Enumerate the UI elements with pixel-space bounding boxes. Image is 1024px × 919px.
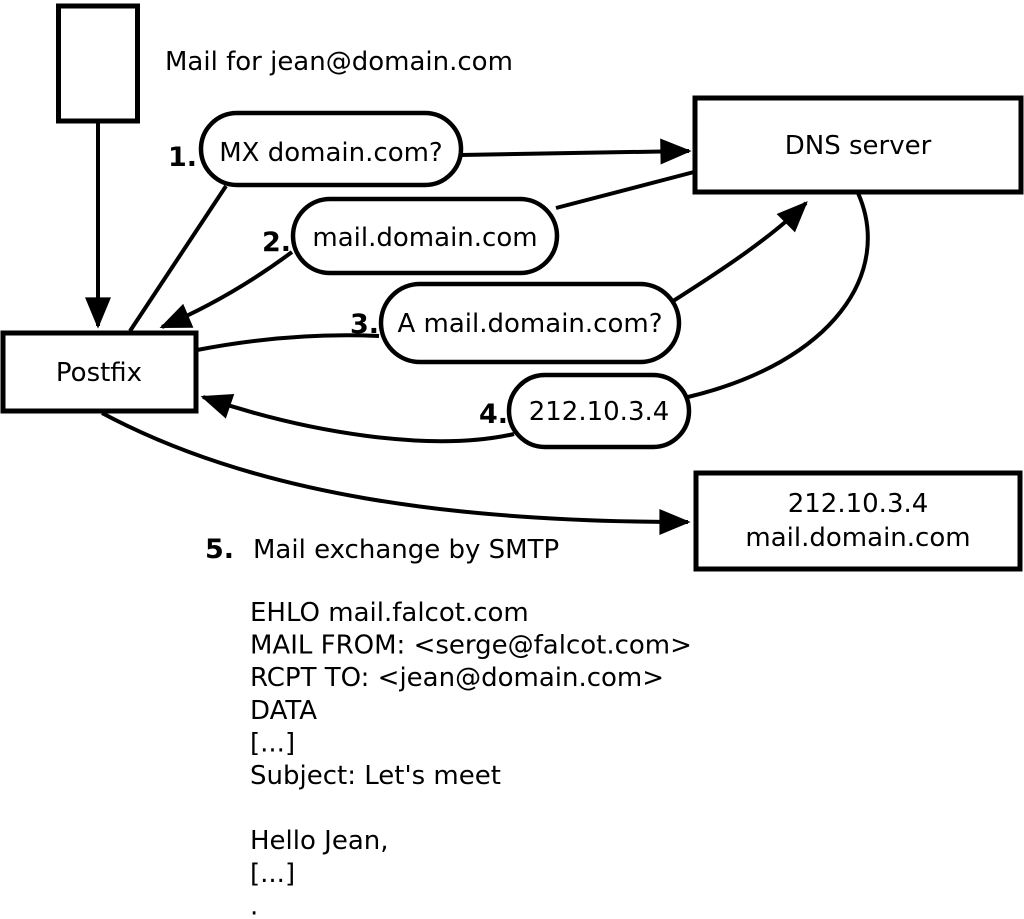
arrow-query1-to-dns xyxy=(460,138,692,165)
line-dns-to-answer4 xyxy=(687,192,870,399)
answer2-pill xyxy=(290,196,560,276)
line-postfix-to-query3 xyxy=(196,333,380,352)
smtp-line-ellipsis-1: [...] xyxy=(250,728,295,758)
smtp-line-rcpt-to: RCPT TO: <jean@domain.com> xyxy=(250,663,664,693)
step5-number: 5. xyxy=(205,534,234,565)
mail-server-node xyxy=(693,470,1023,572)
step2-label: mail.domain.com xyxy=(312,223,537,253)
smtp-line-hello: Hello Jean, xyxy=(250,826,389,856)
step4-label: 212.10.3.4 xyxy=(529,397,670,427)
dns-server-node xyxy=(692,95,1024,195)
step1-label: MX domain.com? xyxy=(219,138,442,168)
step2-number: 2. xyxy=(262,227,291,258)
smtp-line-ellipsis-2: [...] xyxy=(250,859,295,889)
line-postfix-to-query1 xyxy=(128,184,228,333)
step4-number: 4. xyxy=(479,399,508,430)
arrow-postfix-to-mailserver xyxy=(101,411,691,535)
line-dns-to-answer2 xyxy=(555,170,695,210)
mail-note-label: Mail for jean@domain.com xyxy=(165,47,513,77)
smtp-line-ehlo: EHLO mail.falcot.com xyxy=(250,598,529,628)
smtp-line-subject: Subject: Let's meet xyxy=(250,761,501,791)
smtp-line-end-dot: . xyxy=(250,891,258,919)
query1-pill xyxy=(198,110,464,188)
mail-message-icon xyxy=(56,3,140,124)
mail-server-ip-label: 212.10.3.4 xyxy=(788,489,929,519)
arrow-query3-to-dns xyxy=(668,201,808,305)
smtp-line-mail-from: MAIL FROM: <serge@falcot.com> xyxy=(250,631,692,661)
arrow-answer2-to-postfix xyxy=(159,250,294,329)
smtp-line-data: DATA xyxy=(250,696,317,726)
step3-label: A mail.domain.com? xyxy=(398,309,663,339)
smtp-session-block: EHLO mail.falcot.com MAIL FROM: <serge@f… xyxy=(250,598,692,919)
mail-server-host-label: mail.domain.com xyxy=(745,523,970,553)
postfix-node xyxy=(0,330,199,414)
answer4-pill xyxy=(506,372,692,450)
postfix-label: Postfix xyxy=(56,358,142,388)
step5-label: Mail exchange by SMTP xyxy=(253,535,559,565)
arrow-answer4-to-postfix xyxy=(200,393,515,444)
dns-server-label: DNS server xyxy=(785,131,932,161)
query3-pill xyxy=(378,281,682,365)
step1-number: 1. xyxy=(168,142,197,173)
step3-number: 3. xyxy=(350,309,379,340)
